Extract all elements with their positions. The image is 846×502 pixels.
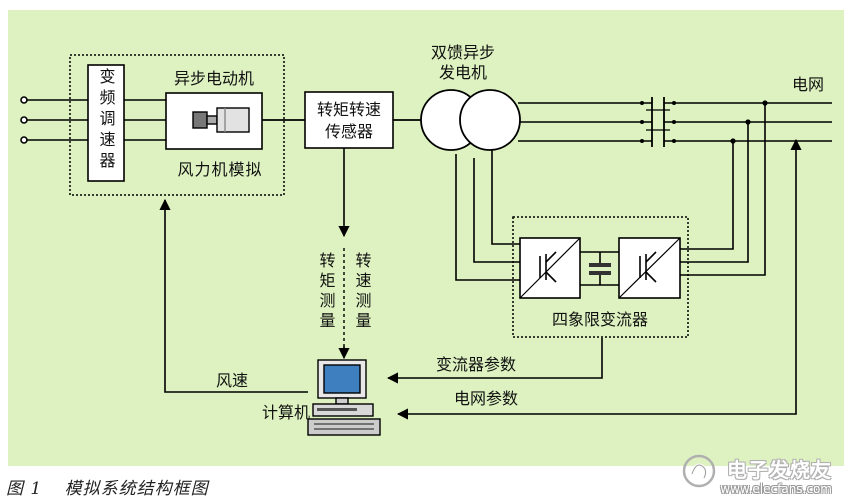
- converter-params-label: 变流器参数: [436, 355, 516, 374]
- sensor-label-line1: 转矩转速: [317, 100, 381, 119]
- computer-label: 计算机: [262, 403, 310, 422]
- wind-speed-label: 风速: [216, 371, 248, 390]
- generator-label-line2: 发电机: [439, 63, 487, 82]
- generator-label-line1: 双馈异步: [431, 43, 495, 62]
- generator-stator-circle: [459, 89, 521, 151]
- converter-label: 四象限变流器: [552, 310, 648, 329]
- computer-icon: [307, 359, 381, 436]
- motor-group-box: [69, 54, 285, 196]
- turbine-label: 风力机模拟: [177, 160, 262, 179]
- diagram-panel: [8, 10, 844, 466]
- grid-label: 电网: [792, 75, 824, 94]
- grid-params-label: 电网参数: [454, 389, 518, 408]
- vfd-label: 变频调速器: [97, 68, 116, 173]
- speed-measure-label: 转速测量: [353, 252, 372, 332]
- sensor-label-line2: 传感器: [325, 122, 373, 141]
- watermark-logo-icon: [682, 454, 716, 488]
- figure-number: 图 1: [6, 479, 43, 499]
- watermark: 电子发烧友 www.elecfans.com: [682, 452, 832, 500]
- figure-caption: 图 1 模拟系统结构框图: [6, 474, 209, 499]
- torque-measure-label: 转矩测量: [317, 252, 336, 332]
- motor-label: 异步电动机: [174, 69, 254, 88]
- wind-speed-line: [159, 198, 308, 393]
- figure-title: 模拟系统结构框图: [64, 479, 209, 499]
- vfd-to-motor-lines: [124, 99, 166, 141]
- vfd-box: [87, 64, 125, 182]
- watermark-name: 电子发烧友: [727, 458, 832, 482]
- motor-icon: [192, 107, 250, 133]
- grid-params-line: [396, 138, 802, 420]
- watermark-url: www.elecfans.com: [720, 482, 832, 496]
- input-three-phase-lines: [20, 96, 88, 144]
